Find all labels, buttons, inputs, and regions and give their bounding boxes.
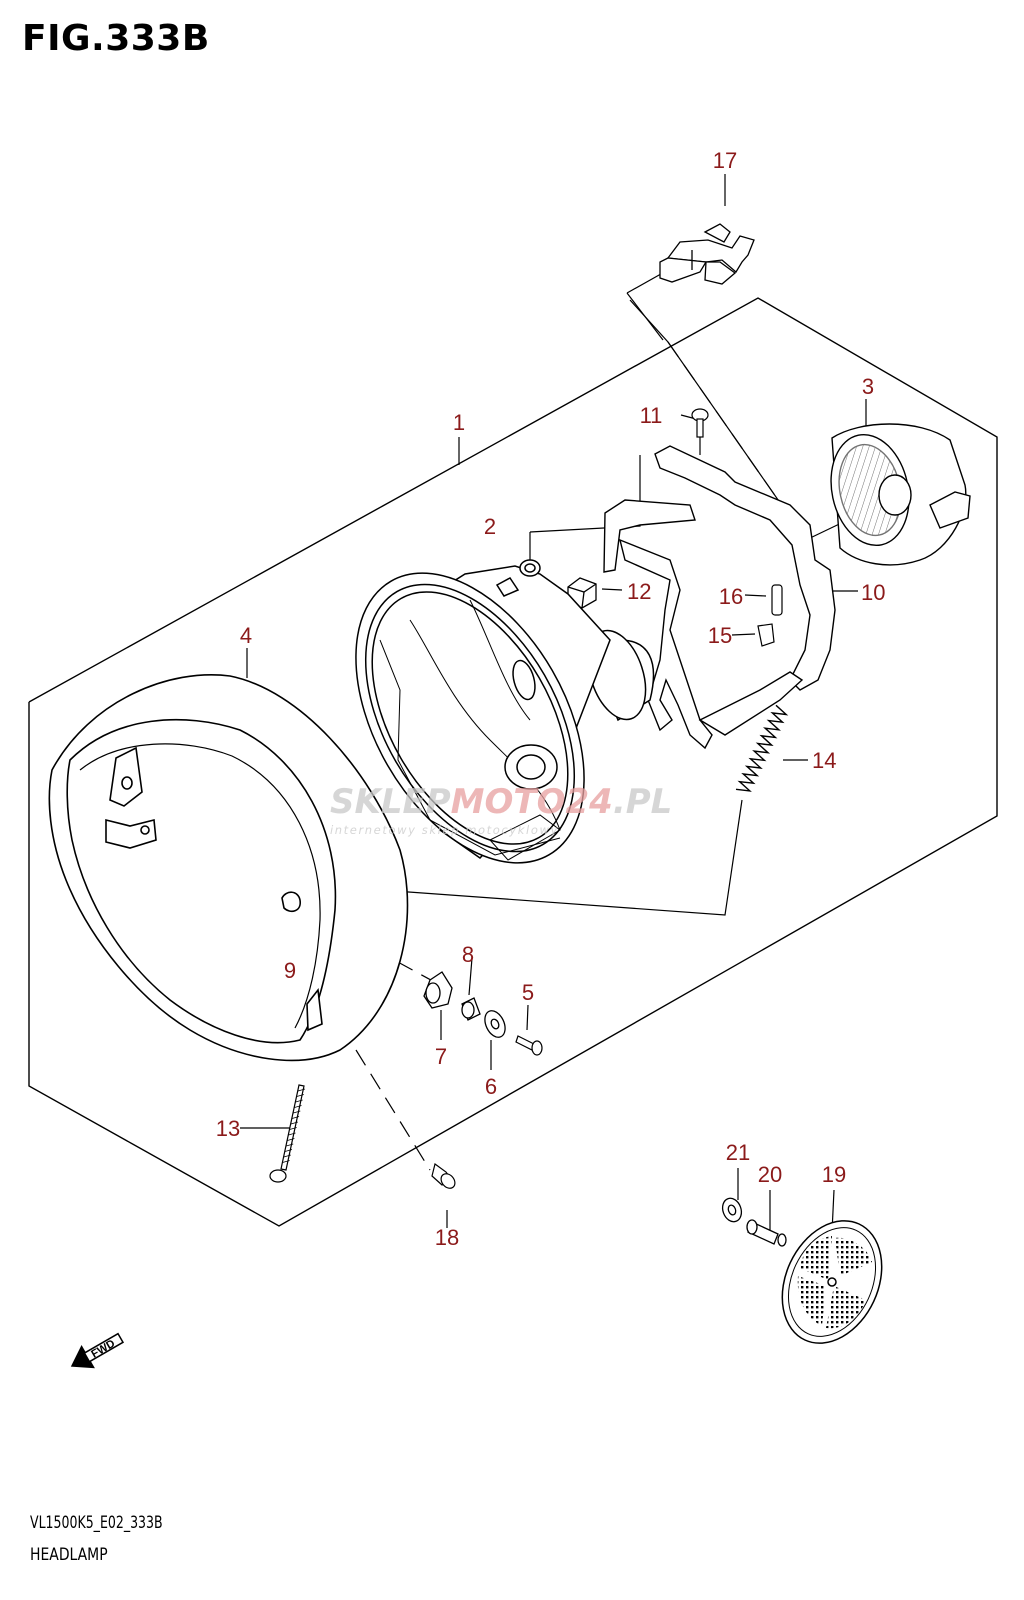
bulb-drawing [659,223,755,285]
screw-11-drawing [691,408,709,438]
screw-18-drawing [431,1162,456,1189]
diagram-code: VL1500K5_E02_333B [30,1513,163,1533]
callout-17: 17 [713,148,737,173]
washer-21-drawing [721,1197,743,1223]
bracket-drawing [603,445,836,750]
washer-6-drawing [484,1010,506,1038]
assembly-outline [28,297,998,1227]
callout-21: 21 [726,1140,750,1165]
watermark-brand-mid: MOTO [451,782,566,822]
callout-2: 2 [484,514,496,539]
spring-drawing [735,704,789,792]
callout-labels: 17 3 1 11 2 12 16 10 15 4 14 8 9 5 7 6 1… [216,148,886,1250]
callout-20: 20 [758,1162,782,1187]
fwd-arrow-icon: FWD [70,1332,125,1369]
watermark-brand-prefix: SKLEP [330,782,451,822]
pin-16-drawing [771,584,783,616]
reflector-19-drawing [781,1220,883,1344]
callout-6: 6 [485,1074,497,1099]
watermark-tagline: internetowy sklep motocyklowy [330,823,559,837]
callout-18: 18 [435,1225,459,1250]
callout-15: 15 [708,623,732,648]
callout-5: 5 [522,980,534,1005]
watermark-brand-tld: .PL [613,782,673,822]
socket-cover-drawing [830,423,971,566]
headlamp-rim-drawing [48,674,409,1062]
clamp-15-drawing [757,623,775,647]
cushion-7-drawing [423,971,453,1009]
callout-10: 10 [861,580,885,605]
callout-11: 11 [640,403,663,428]
callout-8: 8 [462,942,474,967]
adjusting-screw-13-drawing [269,1084,306,1183]
figure-title: FIG.333B [22,18,210,59]
diagram-name: HEADLAMP [30,1545,108,1565]
callout-3: 3 [862,374,874,399]
callout-19: 19 [822,1162,846,1187]
fwd-label: FWD [89,1338,117,1361]
callout-1: 1 [453,410,465,435]
watermark: SKLEPMOTO24.PL internetowy sklep motocyk… [330,782,672,837]
callout-9: 9 [284,958,296,983]
callout-4: 4 [240,623,252,648]
callout-7: 7 [435,1044,447,1069]
callout-13: 13 [216,1116,240,1141]
callout-12: 12 [627,579,651,604]
screw-20-drawing [746,1219,787,1247]
callout-16: 16 [719,584,743,609]
screw-5-drawing [515,1035,543,1056]
svg-text:SKLEPMOTO24.PL: SKLEPMOTO24.PL [330,782,672,822]
headlamp-unit-drawing [355,559,655,864]
callout-14: 14 [812,748,836,773]
watermark-brand-suffix: 24 [566,782,613,822]
collar-8-drawing [461,997,481,1021]
